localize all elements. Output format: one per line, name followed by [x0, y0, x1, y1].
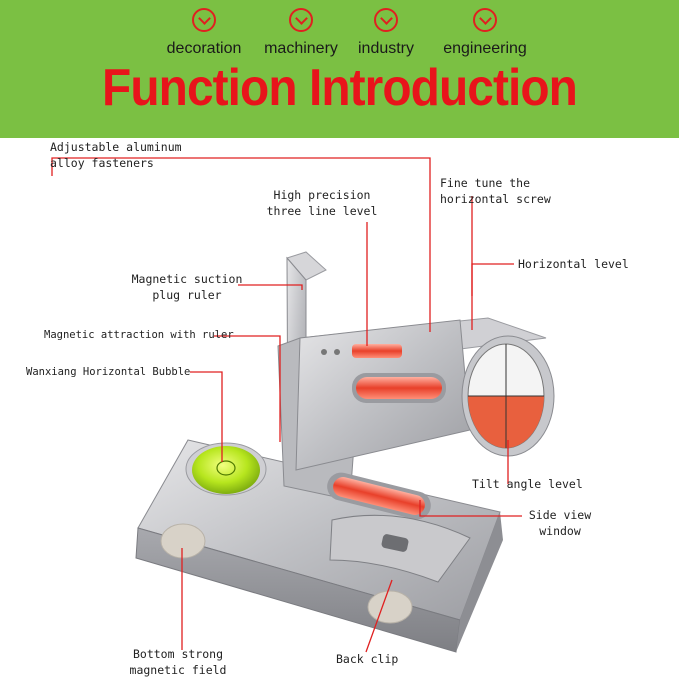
category-engineering: engineering	[432, 8, 538, 58]
chevron-down-icon	[473, 8, 497, 32]
callout-magnetic-attraction: Magnetic attraction with ruler	[44, 329, 234, 341]
page-title: Function Introduction	[102, 59, 578, 117]
side-view-window	[327, 472, 431, 520]
tilt-dial	[461, 335, 555, 457]
leader-lines	[51, 157, 522, 653]
callout-wanxiang-bubble: Wanxiang Horizontal Bubble	[26, 366, 191, 378]
header-banner: decoration machinery industry engineerin…	[0, 0, 679, 138]
callout-three-line-level: High precision three line level	[266, 188, 378, 218]
callout-side-view-window: Side view window	[528, 508, 592, 538]
category-machinery: machinery	[255, 8, 347, 58]
category-industry: industry	[350, 8, 422, 58]
category-decoration: decoration	[158, 8, 250, 58]
back-clip	[329, 514, 471, 583]
callout-back-clip: Back clip	[336, 652, 399, 666]
callout-horizontal-level: Horizontal level	[518, 257, 629, 271]
callout-tilt-angle-level: Tilt angle level	[472, 477, 583, 491]
chevron-down-icon	[289, 8, 313, 32]
wanxiang-bubble	[185, 442, 267, 496]
callout-fine-tune-screw: Fine tune the horizontal screw	[440, 176, 551, 206]
chevron-down-icon	[374, 8, 398, 32]
callout-plug-ruler: Magnetic suction plug ruler	[131, 272, 243, 302]
chevron-down-icon	[192, 8, 216, 32]
callout-bottom-magnetic-field: Bottom strong magnetic field	[129, 647, 227, 677]
level-body	[277, 317, 547, 501]
callout-fasteners: Adjustable aluminum alloy fasteners	[50, 140, 182, 170]
